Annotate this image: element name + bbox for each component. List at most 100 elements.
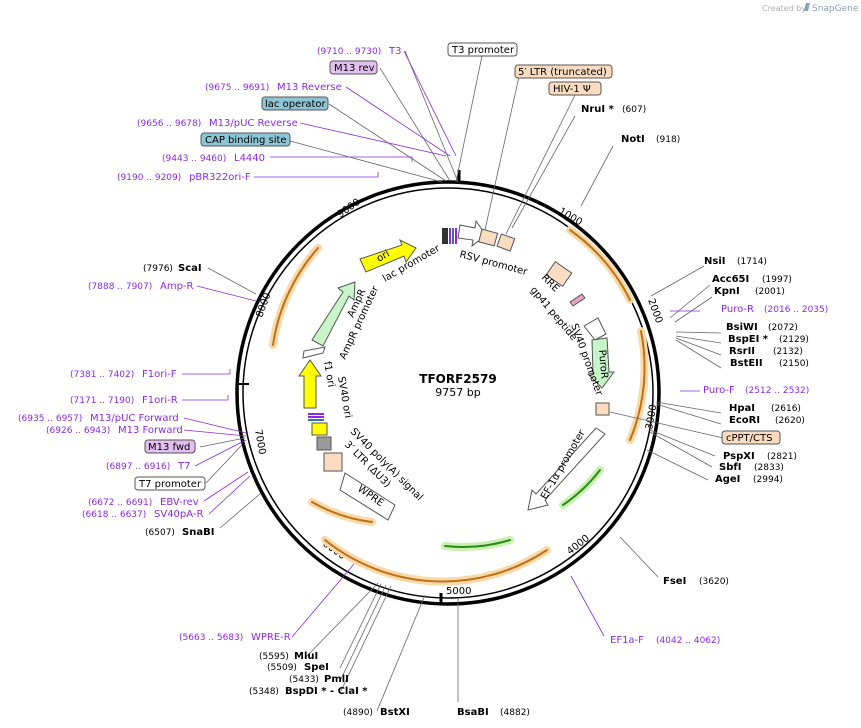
primer-label-puro-f[interactable]: Puro-F(2512 .. 2532) xyxy=(703,385,809,396)
svg-text:EcoRI: EcoRI xyxy=(729,415,760,426)
backbone-inner xyxy=(242,187,654,599)
sv40-polya-shape xyxy=(316,436,332,451)
enzyme-label-kpni[interactable]: KpnI(2001) xyxy=(714,286,785,297)
svg-text:HpaI: HpaI xyxy=(729,403,755,414)
box-t3-promoter[interactable]: T3 promoter xyxy=(447,42,518,57)
label-f1-ori: f1 ori xyxy=(321,361,336,389)
enzyme-label-pspxi[interactable]: PspXI(2821) xyxy=(723,451,797,462)
enzyme-label-fsei[interactable]: FseI(3620) xyxy=(663,576,729,587)
primer-label-f1ori-r[interactable]: (7171 .. 7190)F1ori-R xyxy=(70,395,178,406)
primer-label-t3[interactable]: (9710 .. 9730)T3 xyxy=(317,46,401,57)
enzyme-label-snabi[interactable]: (6507)SnaBI xyxy=(145,527,214,538)
svg-text:ScaI: ScaI xyxy=(178,263,202,274)
svg-text:(7381 .. 7402): (7381 .. 7402) xyxy=(70,370,134,380)
box-cppt-cts[interactable]: cPPT/CTS xyxy=(721,430,781,445)
svg-text:NsiI: NsiI xyxy=(704,256,725,267)
primer-leader-lines xyxy=(182,50,700,638)
enzyme-label-hpai[interactable]: HpaI(2616) xyxy=(729,403,801,414)
svg-text:Puro-F: Puro-F xyxy=(703,385,735,396)
svg-text:F1ori-F: F1ori-F xyxy=(142,369,177,380)
svg-text:(607): (607) xyxy=(622,105,646,115)
enzyme-label-bsteii[interactable]: BstEII(2150) xyxy=(730,358,809,369)
svg-text:EBV-rev: EBV-rev xyxy=(160,497,199,508)
svg-text:(2129): (2129) xyxy=(779,335,809,345)
enzyme-label-rsrii[interactable]: RsrII(2132) xyxy=(729,346,803,357)
svg-text:M13 Forward: M13 Forward xyxy=(118,425,183,436)
svg-text:BspDI * - ClaI *: BspDI * - ClaI * xyxy=(285,686,368,697)
svg-text:(4042 .. 4062): (4042 .. 4062) xyxy=(656,636,720,646)
primer-label-puro-r[interactable]: Puro-R(2016 .. 2035) xyxy=(721,304,828,315)
svg-text:M13 fwd: M13 fwd xyxy=(148,442,190,453)
primer-label-ef1a-f[interactable]: EF1a-F(4042 .. 4062) xyxy=(610,635,720,646)
box-lac-operator[interactable]: lac operator xyxy=(261,96,329,111)
enzyme-label-scai[interactable]: (7976)ScaI xyxy=(143,263,202,274)
primer-label-sv40pa-r[interactable]: (6618 .. 6637)SV40pA-R xyxy=(82,509,203,520)
enzyme-label-bspdi-clai[interactable]: (5348)BspDI * - ClaI * xyxy=(249,686,368,697)
enzyme-label-bsiwi[interactable]: BsiWI(2072) xyxy=(726,322,798,333)
box-5-ltr-truncated[interactable]: 5′ LTR (truncated) xyxy=(514,64,613,79)
enzyme-label-spei[interactable]: (5509)SpeI xyxy=(267,662,329,673)
tick-8000: 8000 xyxy=(254,291,273,319)
svg-text:(2072): (2072) xyxy=(768,323,798,333)
enzyme-label-acc65i[interactable]: Acc65I(1997) xyxy=(712,274,792,285)
enzyme-label-ecori[interactable]: EcoRI (2620) xyxy=(729,415,805,426)
hiv1-shape xyxy=(496,233,516,252)
enzyme-label-bsabi[interactable]: BsaBI (4882) xyxy=(457,707,530,718)
primer-label-ebv-rev[interactable]: (6672 .. 6691)EBV-rev xyxy=(88,497,199,508)
ltr-3-shape xyxy=(323,452,343,472)
tick-3000: 3000 xyxy=(644,404,659,431)
primer-label-wpre-r[interactable]: (5663 .. 5683)WPRE-R xyxy=(179,632,291,643)
tick-4000: 4000 xyxy=(565,533,592,557)
box-t7-promoter[interactable]: T7 promoter xyxy=(134,476,206,491)
svg-text:SpeI: SpeI xyxy=(304,662,329,673)
f1-ori-arrow xyxy=(298,359,322,409)
svg-text:M13 rev: M13 rev xyxy=(334,63,375,74)
svg-text:(2620): (2620) xyxy=(775,416,805,426)
box-m13-rev[interactable]: M13 rev xyxy=(329,60,378,75)
primer-label-m13-forward[interactable]: (6926 .. 6943)M13 Forward xyxy=(46,425,183,436)
gp41-shape xyxy=(569,293,586,307)
svg-text:F1ori-R: F1ori-R xyxy=(142,395,178,406)
primer-label-m13-puc-reverse[interactable]: (9656 .. 9678)M13/pUC Reverse xyxy=(137,118,298,129)
label-puror: PuroR xyxy=(596,349,610,379)
svg-text:T3 promoter: T3 promoter xyxy=(451,45,515,56)
enzyme-label-agei[interactable]: AgeI(2994) xyxy=(715,474,783,485)
box-hiv1-psi[interactable]: HIV-1 Ψ xyxy=(548,81,602,96)
primer-label-m13-puc-forward[interactable]: (6935 .. 6957)M13/pUC Forward xyxy=(18,413,179,424)
enzyme-label-mlui[interactable]: (5595)MluI xyxy=(259,651,318,662)
svg-text:(7888 .. 7907): (7888 .. 7907) xyxy=(88,282,152,292)
svg-text:BstXI: BstXI xyxy=(380,707,410,718)
enzyme-label-noti[interactable]: NotI(918) xyxy=(621,134,680,145)
backbone-outer xyxy=(235,180,661,606)
enzyme-label-sbfi[interactable]: SbfI(2833) xyxy=(719,462,784,473)
svg-text:(4882): (4882) xyxy=(500,708,530,718)
svg-text:SV40pA-R: SV40pA-R xyxy=(154,509,203,520)
label-sv40-ori: SV40 ori xyxy=(335,376,353,419)
svg-text:(2001): (2001) xyxy=(755,287,785,297)
enzyme-label-bspei[interactable]: BspEI *(2129) xyxy=(728,334,809,345)
svg-text:BstEII: BstEII xyxy=(730,358,763,369)
primer-label-amp-r[interactable]: (7888 .. 7907)Amp-R xyxy=(88,281,194,292)
lac-promoter-shape xyxy=(442,228,448,244)
sv40-promoter-right-shape xyxy=(583,317,607,341)
enzyme-label-nrui[interactable]: NruI *(607) xyxy=(581,104,646,115)
tick-9000: 9000 xyxy=(335,197,362,221)
primer-label-l4440[interactable]: (9443 .. 9460)L4440 xyxy=(162,153,265,164)
svg-text:(5663 .. 5683): (5663 .. 5683) xyxy=(179,633,243,643)
svg-text:Puro-R: Puro-R xyxy=(721,304,754,315)
svg-text:HIV-1 Ψ: HIV-1 Ψ xyxy=(553,84,591,95)
box-cap-binding-site[interactable]: CAP binding site xyxy=(200,132,291,147)
primer-label-t7[interactable]: (6897 .. 6916)T7 xyxy=(106,461,190,472)
primer-label-pbr322ori-f[interactable]: (9190 .. 9209)pBR322ori-F xyxy=(117,172,251,183)
rre-shape xyxy=(545,261,573,287)
label-rsv-promoter: RSV promoter xyxy=(458,249,529,278)
enzyme-label-bstxi[interactable]: (4890)BstXI xyxy=(343,707,410,718)
svg-text:BsaBI: BsaBI xyxy=(457,707,489,718)
box-m13-fwd[interactable]: M13 fwd xyxy=(144,439,196,454)
enzyme-label-nsii[interactable]: NsiI(1714) xyxy=(704,256,767,267)
svg-text:SbfI: SbfI xyxy=(719,462,741,473)
primer-label-f1ori-f[interactable]: (7381 .. 7402) F1ori-F xyxy=(70,369,177,380)
primer-label-m13-reverse[interactable]: (9675 .. 9691)M13 Reverse xyxy=(205,82,342,93)
enzyme-label-pmli[interactable]: (5433)PmlI xyxy=(289,674,349,685)
